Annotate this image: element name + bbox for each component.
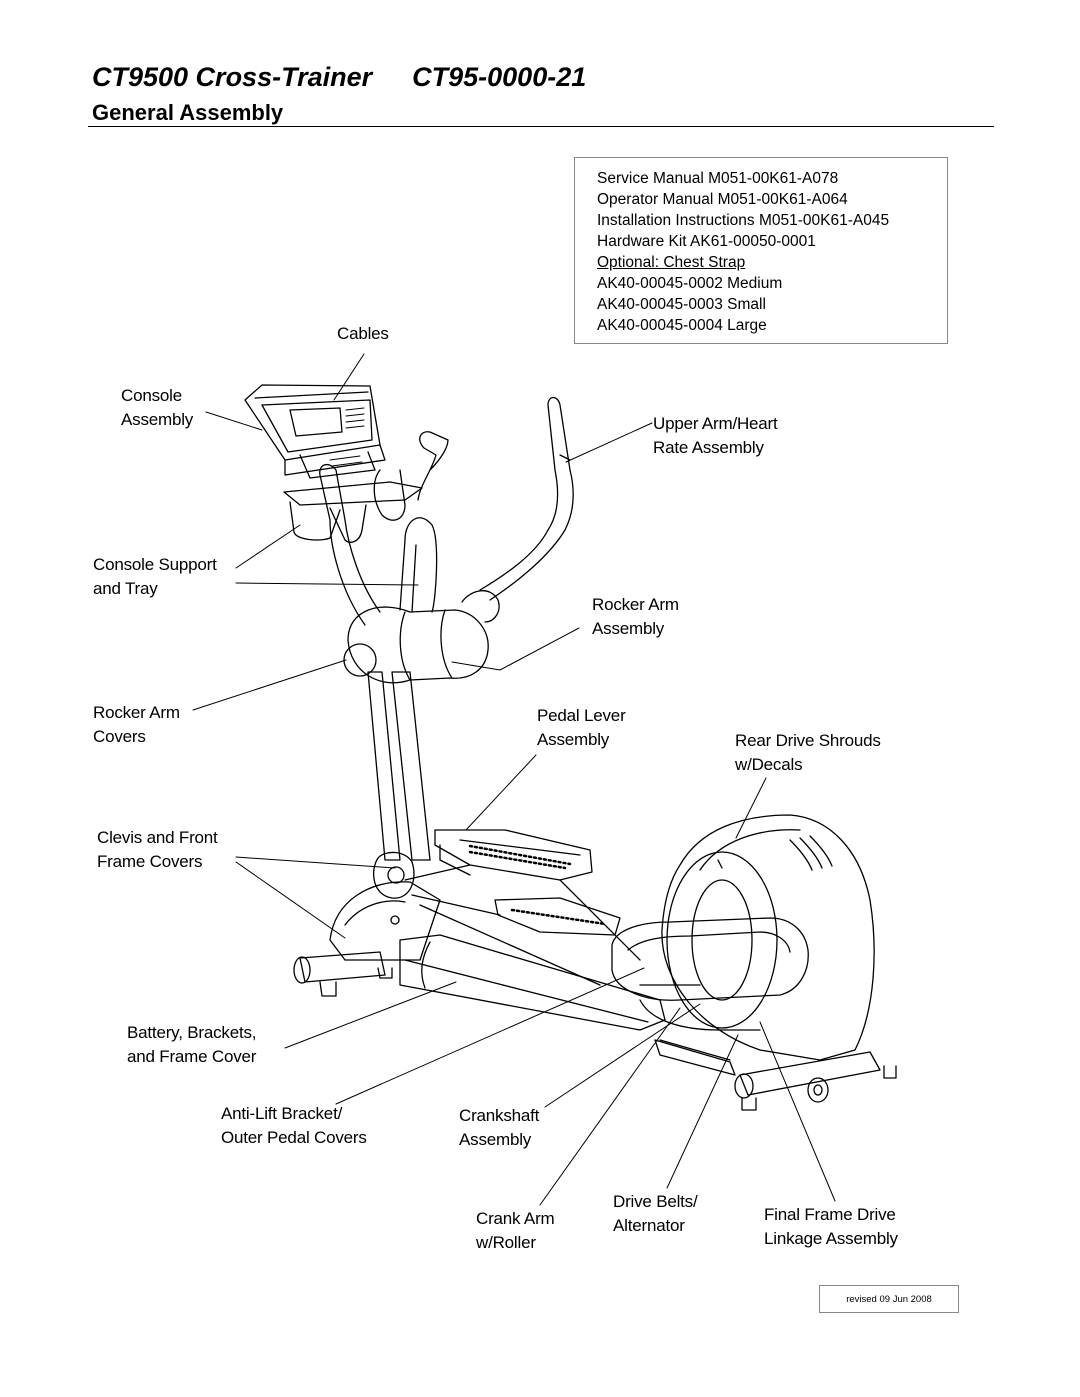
front-frame-cover	[329, 881, 441, 961]
pedal-left	[434, 829, 593, 881]
doc-line-optional: Optional: Chest Strap	[597, 254, 746, 271]
pedal-right	[494, 897, 621, 936]
label-anti-lift: Anti-Lift Bracket/ Outer Pedal Covers	[221, 1102, 367, 1150]
product-name: CT9500 Cross-Trainer	[92, 62, 373, 92]
doc-line: Operator Manual M051-00K61-A064	[597, 191, 848, 208]
label-line: Rate Assembly	[653, 438, 764, 457]
label-line: Anti-Lift Bracket/	[221, 1104, 343, 1123]
label-line: Clevis and Front	[97, 828, 218, 847]
label-line: Outer Pedal Covers	[221, 1128, 367, 1147]
label-line: Rocker Arm	[93, 703, 180, 722]
label-line: Alternator	[613, 1216, 685, 1235]
label-cables: Cables	[337, 324, 389, 343]
label-pedal-lever: Pedal Lever Assembly	[537, 704, 626, 752]
doc-line: Hardware Kit AK61-00050-0001	[597, 233, 816, 250]
label-battery: Battery, Brackets, and Frame Cover	[127, 1021, 256, 1069]
page-subtitle: General Assembly	[92, 100, 284, 125]
upper-arm-tubes	[319, 396, 574, 626]
label-rear-drive-shrouds: Rear Drive Shrouds w/Decals	[735, 729, 881, 777]
label-line: and Frame Cover	[127, 1047, 257, 1066]
label-line: Battery, Brackets,	[127, 1023, 257, 1042]
main-column	[367, 671, 431, 899]
label-line: Assembly	[537, 730, 610, 749]
doc-line: AK40-00045-0003 Small	[597, 296, 766, 313]
label-drive-belts: Drive Belts/ Alternator	[613, 1190, 698, 1238]
label-console-assembly: Console Assembly	[121, 384, 193, 432]
label-line: Frame Covers	[97, 852, 203, 871]
rear-stabilizer	[734, 1051, 897, 1111]
header-divider	[88, 126, 994, 127]
label-line: Pedal Lever	[537, 706, 626, 725]
label-crank-arm: Crank Arm w/Roller	[476, 1207, 555, 1255]
label-clevis: Clevis and Front Frame Covers	[97, 826, 218, 874]
drive-belt-housing	[639, 999, 761, 1061]
label-line: Console	[121, 386, 182, 405]
doc-line: Installation Instructions M051-00K61-A04…	[597, 212, 890, 229]
label-line: w/Roller	[476, 1233, 536, 1252]
console-button-grid	[329, 407, 365, 467]
rocker-arm-covers	[343, 590, 500, 684]
label-line: Final Frame Drive	[764, 1205, 896, 1224]
label-line: Crank Arm	[476, 1209, 555, 1228]
label-line: Drive Belts/	[613, 1192, 698, 1211]
front-stabilizer	[293, 951, 393, 997]
label-line: and Tray	[93, 579, 158, 598]
main-frame-rail	[399, 934, 736, 1076]
label-line: w/Decals	[735, 755, 803, 774]
doc-line: AK40-00045-0004 Large	[597, 317, 767, 334]
rear-drive-shroud	[661, 814, 875, 1061]
label-rocker-arm-assembly: Rocker Arm Assembly	[592, 593, 679, 641]
label-upper-arm: Upper Arm/Heart Rate Assembly	[653, 412, 778, 460]
doc-line: AK40-00045-0002 Medium	[597, 275, 783, 292]
crank-arm	[611, 917, 809, 1001]
label-line: Assembly	[459, 1130, 532, 1149]
label-console-support: Console Support and Tray	[93, 553, 217, 601]
console-tray	[283, 481, 423, 543]
revision-stamp: revised 09 Jun 2008	[819, 1285, 959, 1313]
model-number: CT95-0000-21	[412, 62, 587, 92]
label-line: Crankshaft	[459, 1106, 540, 1125]
label-line: Rocker Arm	[592, 595, 679, 614]
label-rocker-arm-covers: Rocker Arm Covers	[93, 701, 180, 749]
label-line: Rear Drive Shrouds	[735, 731, 881, 750]
console-assembly	[244, 384, 386, 479]
label-line: Upper Arm/Heart	[653, 414, 778, 433]
label-final-frame-drive: Final Frame Drive Linkage Assembly	[764, 1203, 898, 1251]
label-line: Linkage Assembly	[764, 1229, 898, 1248]
label-line: Console Support	[93, 555, 217, 574]
leader-lines	[192, 353, 836, 1206]
documents-box: Service Manual M051-00K61-A078 Operator …	[574, 157, 948, 344]
pedal-levers	[404, 864, 641, 986]
label-line: Assembly	[121, 410, 194, 429]
label-line: Assembly	[592, 619, 665, 638]
label-crankshaft: Crankshaft Assembly	[459, 1104, 539, 1152]
doc-line: Service Manual M051-00K61-A078	[597, 170, 839, 187]
page-title: CT9500 Cross-Trainer CT95-0000-21	[92, 62, 586, 93]
label-line: Covers	[93, 727, 146, 746]
